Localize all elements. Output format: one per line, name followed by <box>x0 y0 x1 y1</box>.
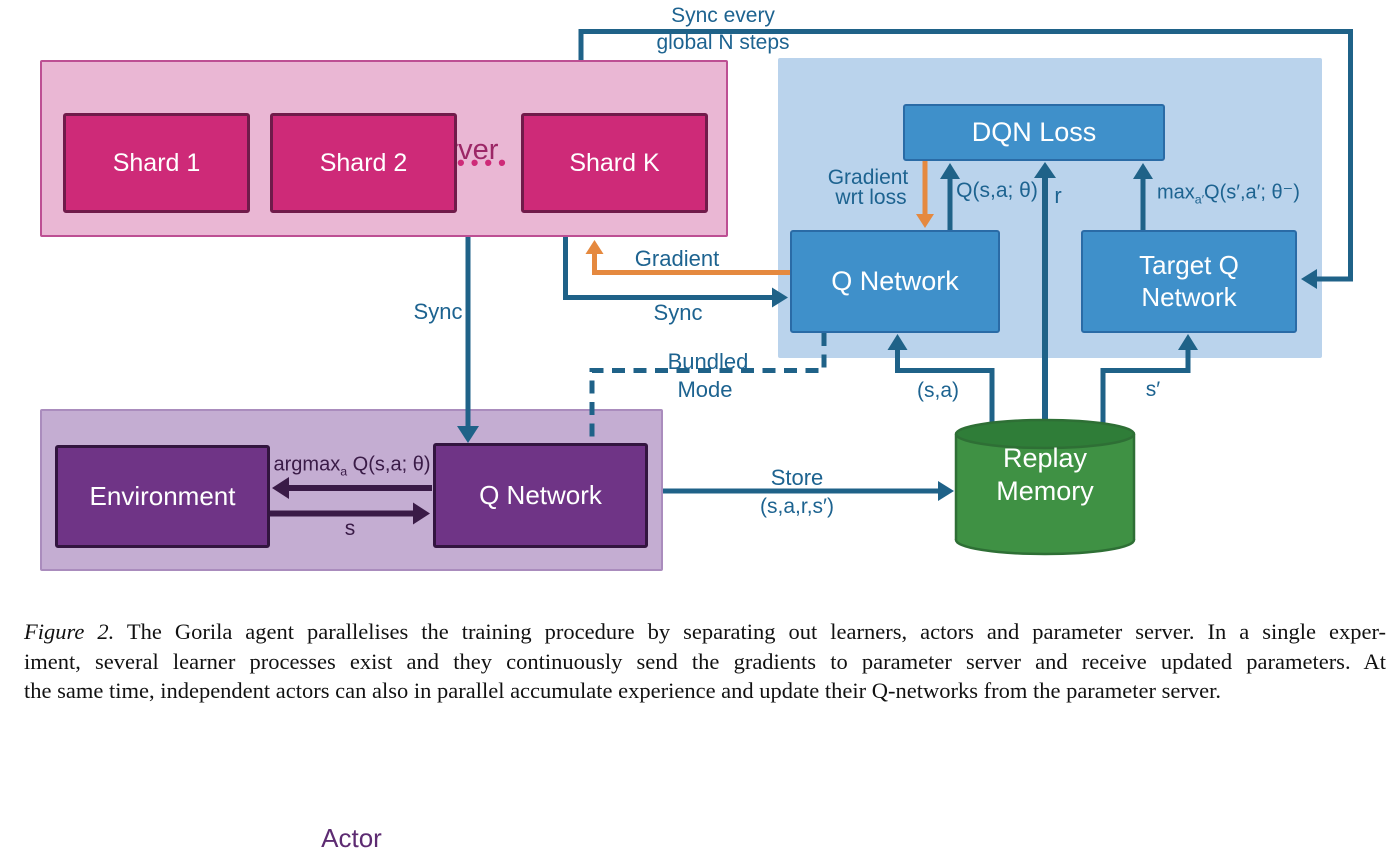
sync-to-learner-label: Sync <box>653 300 703 325</box>
q-value-label: Q(s,a; θ) <box>956 179 1038 202</box>
actor-q-network-box: Q Network <box>433 443 648 548</box>
bundled-mode-label-line1: Bundled <box>667 349 749 374</box>
caption-line-2: iment, several learner processes exist a… <box>24 648 1386 674</box>
replay-memory-label: Replay Memory <box>953 442 1137 508</box>
argmax-label-post: Q(s,a; θ) <box>347 453 431 476</box>
caption-line-1: Figure 2. The Gorila agent parallelises … <box>24 617 1386 647</box>
s-prime-label: s′ <box>1145 378 1161 401</box>
caption-line-1-text: The Gorila agent parallelises the traini… <box>114 619 1387 644</box>
gradient-label: Gradient <box>634 246 720 271</box>
environment-label: Environment <box>89 480 236 511</box>
target-q-network-label-line1: Target Q <box>1139 250 1239 281</box>
figure-caption: Figure 2. The Gorila agent parallelises … <box>24 617 1386 706</box>
shard-k-label: Shard K <box>569 149 660 177</box>
shard-1-box: Shard 1 <box>63 113 250 213</box>
learner-q-network-label: Q Network <box>831 266 959 297</box>
shard-2-box: Shard 2 <box>270 113 457 213</box>
replay-memory-label-line1: Replay <box>1002 443 1088 473</box>
argmax-label-pre: argmax <box>273 453 341 476</box>
target-q-network-label-line2: Network <box>1141 281 1237 312</box>
gradient-wrt-loss-label-line2: wrt loss <box>835 186 907 209</box>
global-n-steps-label: global N steps <box>656 31 790 54</box>
learner-q-network-box: Q Network <box>790 230 1000 333</box>
shard-1-label: Shard 1 <box>112 149 201 177</box>
actor-title: Actor <box>321 823 382 853</box>
dqn-loss-box: DQN Loss <box>903 104 1165 161</box>
figure-number-label: Figure 2. <box>24 619 115 644</box>
replay-memory-label-line2: Memory <box>996 476 1094 506</box>
shard-2-label: Shard 2 <box>319 149 408 177</box>
sync-every-label: Sync every <box>671 4 775 27</box>
store-label-line2: (s,a,r,s′) <box>760 495 834 518</box>
argmax-label-sub: a <box>340 464 348 479</box>
shard-k-box: Shard K <box>521 113 708 213</box>
state-label: s <box>344 517 356 540</box>
sync-to-actor-label: Sync <box>413 299 463 324</box>
actor-q-network-label: Q Network <box>479 479 602 510</box>
max-q-label-post: Q(s′,a′; θ⁻) <box>1204 181 1300 204</box>
environment-box: Environment <box>55 445 270 548</box>
bundled-mode-label-line2: Mode <box>677 377 733 402</box>
dqn-loss-label: DQN Loss <box>971 117 1097 148</box>
cylinder-shape <box>954 418 1136 556</box>
shard-ellipsis-dots: •••• <box>457 150 512 175</box>
target-q-network-box: Target Q Network <box>1081 230 1297 333</box>
replay-memory-cylinder: Replay Memory <box>953 418 1137 557</box>
max-q-label-pre: max <box>1157 181 1195 204</box>
max-q-label: maxa′Q(s′,a′; θ⁻) <box>1157 180 1300 207</box>
store-label-line1: Store <box>770 465 824 490</box>
reward-label: r <box>1054 183 1062 208</box>
caption-line-3: the same time, independent actors can al… <box>24 678 1221 703</box>
sa-label: (s,a) <box>917 379 959 402</box>
max-q-label-sub: a′ <box>1194 192 1205 207</box>
argmax-label: argmaxa Q(s,a; θ) <box>274 454 431 479</box>
